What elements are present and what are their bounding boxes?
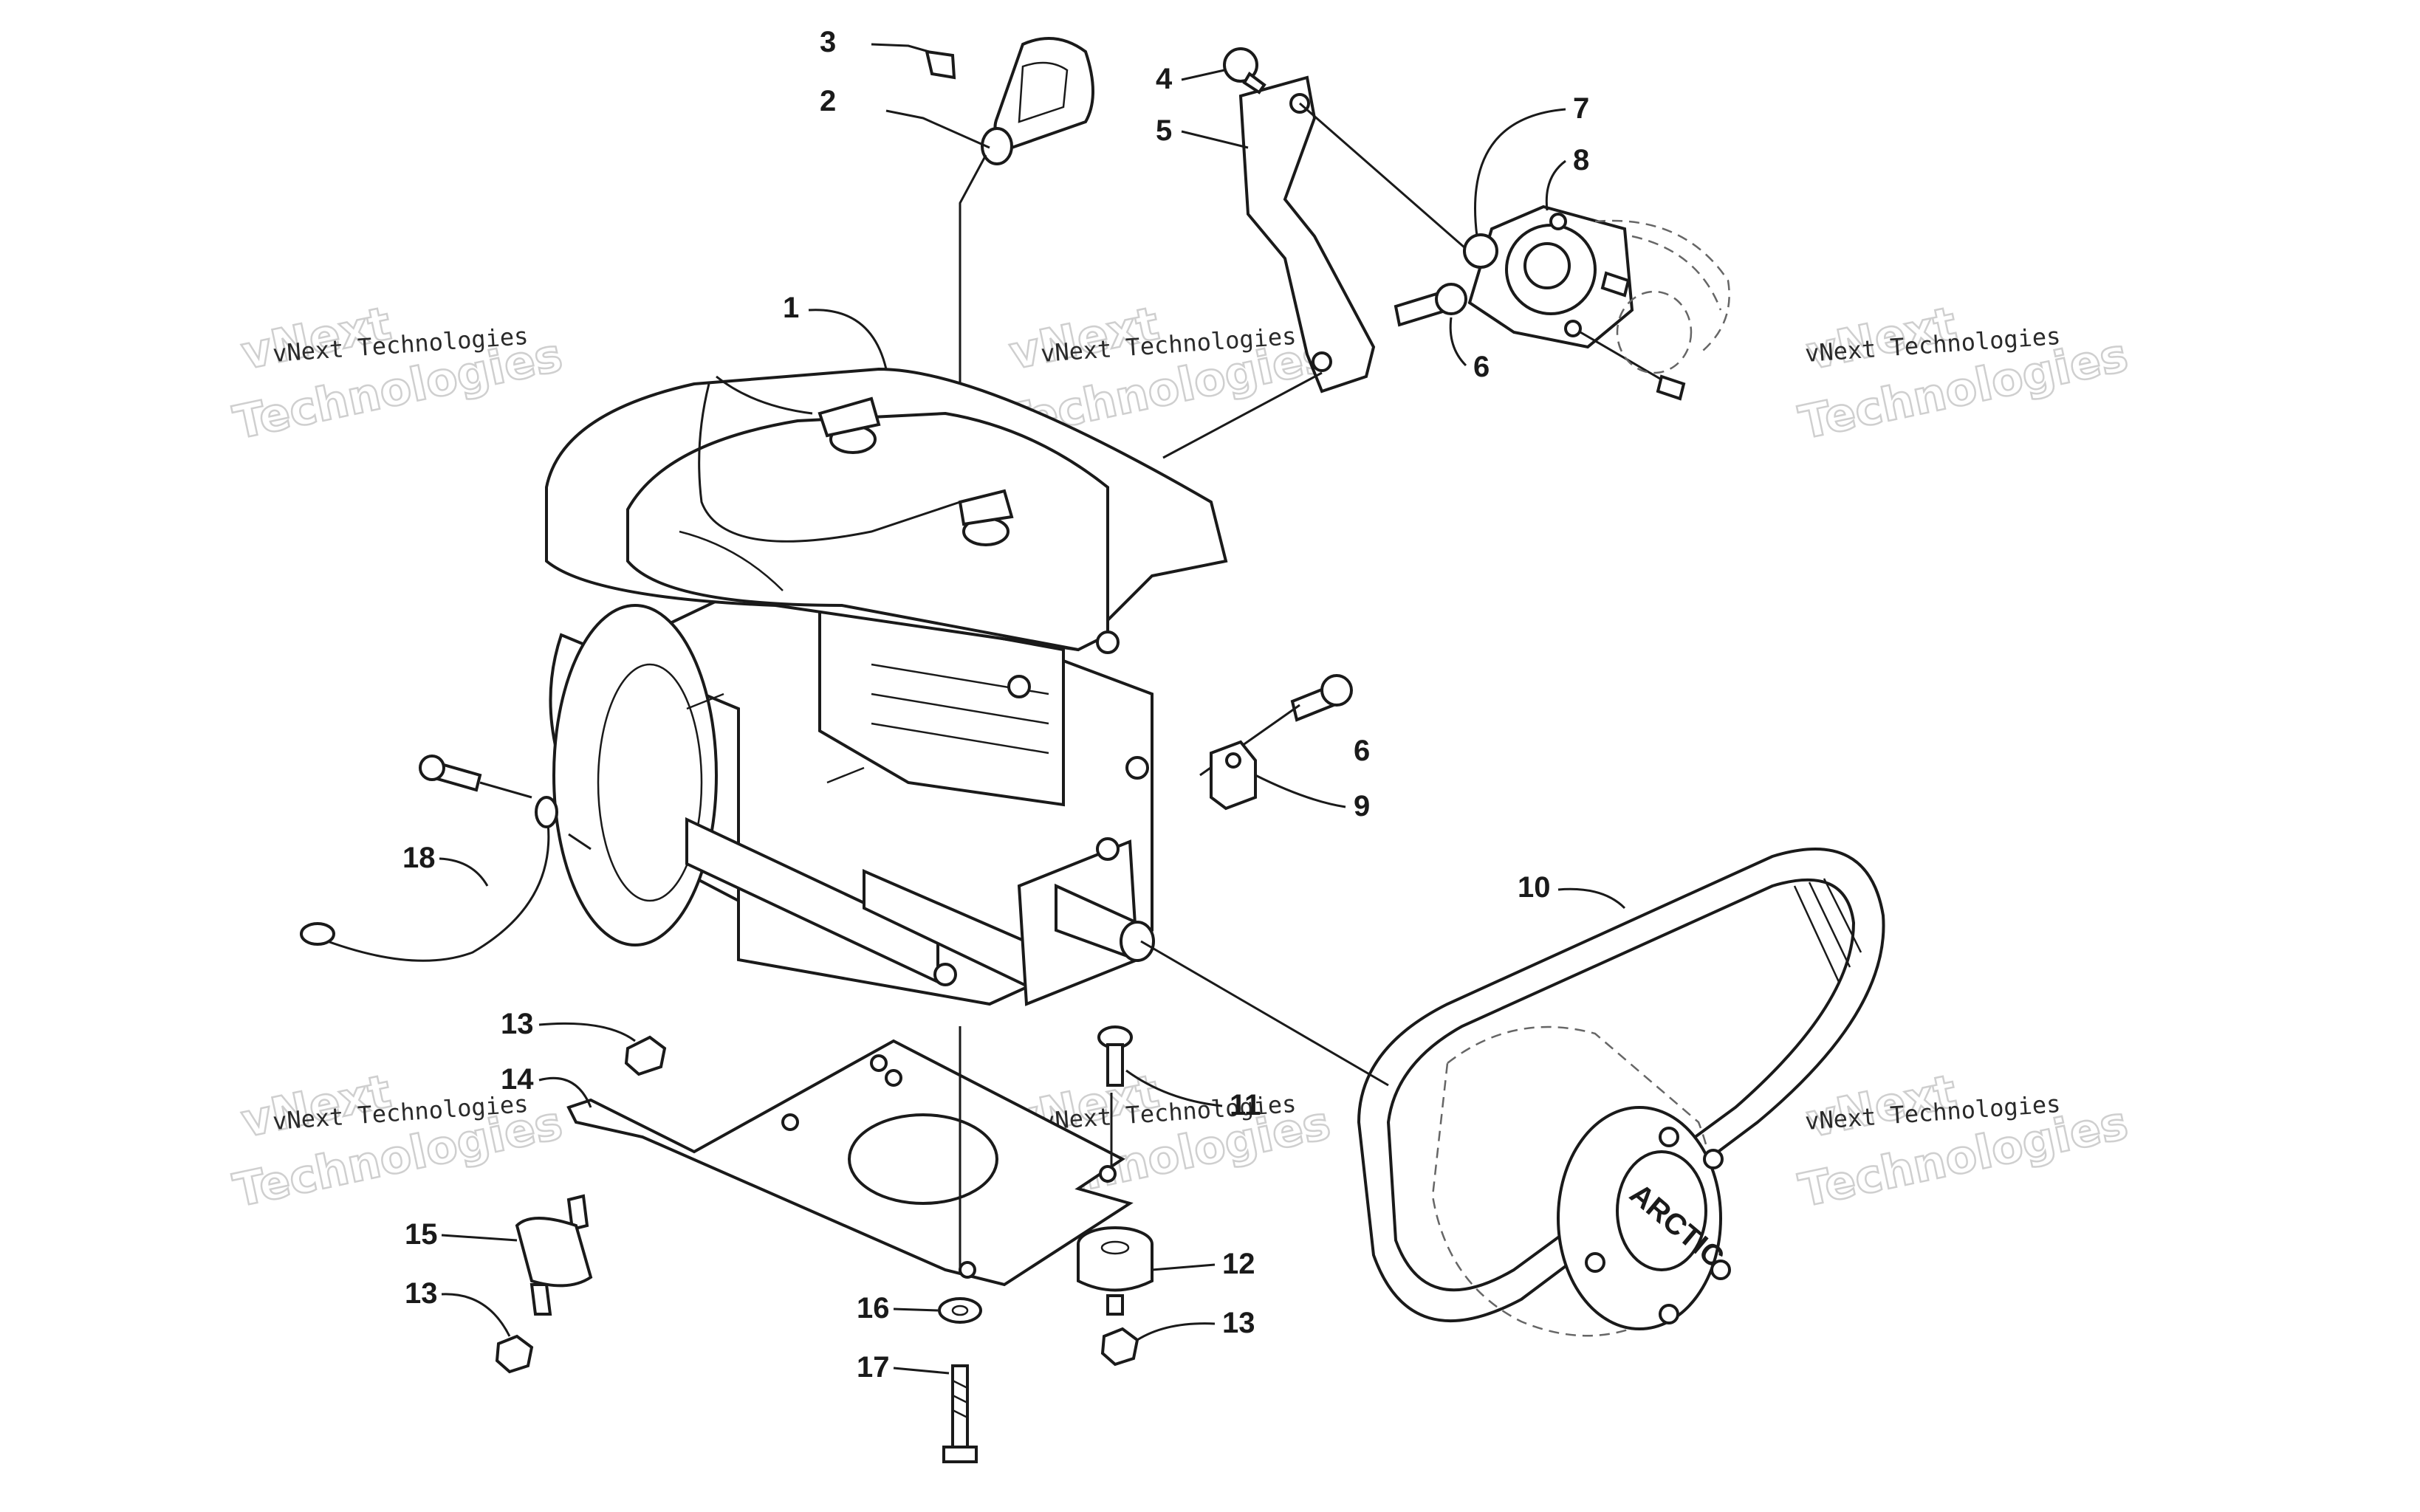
bearing-nut bbox=[1463, 233, 1498, 269]
mount-nut-top bbox=[624, 1035, 667, 1076]
svg-text:4: 4 bbox=[1156, 63, 1173, 95]
flat-washer bbox=[938, 1297, 982, 1324]
svg-text:9: 9 bbox=[1354, 790, 1370, 822]
callout-9: 9 bbox=[1255, 774, 1370, 822]
drive-belt bbox=[1357, 848, 1885, 1323]
flange-bearing bbox=[1467, 205, 1686, 401]
svg-text:2: 2 bbox=[820, 85, 836, 117]
starter-handle bbox=[885, 37, 1094, 384]
callout-8: 8 bbox=[1545, 144, 1589, 211]
engine-base-plate bbox=[566, 1026, 1134, 1287]
phantom-chaincase bbox=[1594, 219, 1730, 374]
svg-text:18: 18 bbox=[402, 842, 436, 874]
callout-13-left: 13 bbox=[405, 1277, 511, 1337]
callout-13-top: 13 bbox=[501, 1008, 636, 1042]
callout-18: 18 bbox=[402, 842, 489, 887]
callout-16: 16 bbox=[857, 1292, 939, 1324]
callout-14: 14 bbox=[501, 1063, 592, 1108]
plate-bolt bbox=[1097, 1025, 1133, 1087]
cap-screw bbox=[942, 1364, 978, 1463]
svg-text:13: 13 bbox=[405, 1277, 438, 1310]
callout-12: 12 bbox=[1151, 1248, 1255, 1280]
rubber-mount-left bbox=[515, 1194, 593, 1316]
svg-text:6: 6 bbox=[1473, 351, 1490, 383]
wire-clamp bbox=[1210, 740, 1257, 811]
svg-text:15: 15 bbox=[405, 1218, 438, 1251]
svg-text:11: 11 bbox=[1230, 1089, 1261, 1121]
rubber-mount-right bbox=[1077, 1226, 1154, 1316]
mount-nut-right bbox=[1100, 1327, 1139, 1367]
callout-13-right: 13 bbox=[1137, 1307, 1255, 1341]
callout-10: 10 bbox=[1518, 871, 1626, 910]
svg-text:1: 1 bbox=[783, 292, 799, 324]
svg-text:12: 12 bbox=[1222, 1248, 1255, 1280]
svg-text:10: 10 bbox=[1518, 871, 1551, 904]
svg-text:14: 14 bbox=[501, 1063, 534, 1096]
callout-15: 15 bbox=[405, 1218, 518, 1251]
callout-7: 7 bbox=[1474, 92, 1589, 237]
engine-assembly bbox=[545, 367, 1228, 1006]
callout-11: 11 bbox=[1125, 1069, 1261, 1121]
bracket-bolt bbox=[1223, 47, 1266, 94]
callout-6-top: 6 bbox=[1449, 317, 1490, 383]
svg-text:6: 6 bbox=[1354, 735, 1370, 767]
callout-5: 5 bbox=[1156, 114, 1249, 149]
svg-text:3: 3 bbox=[820, 26, 836, 58]
svg-text:8: 8 bbox=[1573, 144, 1589, 176]
mount-nut-left bbox=[495, 1334, 534, 1374]
bracket-screw bbox=[1394, 283, 1467, 327]
svg-text:7: 7 bbox=[1573, 92, 1589, 125]
callout-6-lower: 6 bbox=[1354, 735, 1370, 767]
drive-clutch: ARCTIC bbox=[1140, 940, 1731, 1337]
svg-text:16: 16 bbox=[857, 1292, 890, 1324]
svg-text:17: 17 bbox=[857, 1351, 890, 1384]
callout-4: 4 bbox=[1156, 63, 1225, 95]
callout-1: 1 bbox=[783, 292, 888, 370]
rope-clip bbox=[871, 43, 956, 80]
ground-wire bbox=[300, 755, 592, 962]
engine-mount-bracket bbox=[1162, 75, 1478, 459]
svg-text:5: 5 bbox=[1156, 114, 1172, 147]
svg-text:13: 13 bbox=[1222, 1307, 1255, 1339]
callout-2: 2 bbox=[820, 85, 836, 117]
callout-3: 3 bbox=[820, 26, 836, 58]
callout-17: 17 bbox=[857, 1351, 950, 1384]
svg-text:13: 13 bbox=[501, 1008, 534, 1040]
